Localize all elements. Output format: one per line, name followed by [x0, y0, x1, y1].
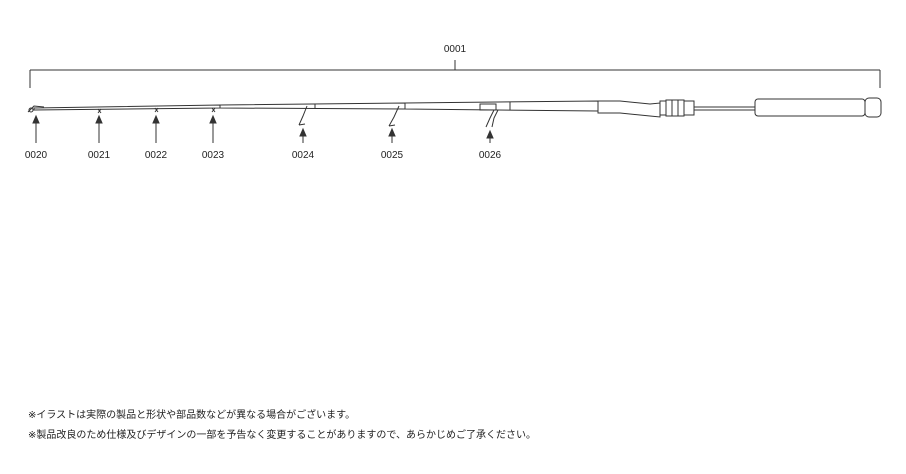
note-spec-change: ※製品改良のため仕様及びデザインの一部を予告なく変更することがありますので、あら…: [28, 430, 536, 441]
disclaimer-notes: ※イラストは実際の製品と形状や部品数などが異なる場合がございます。 ※製品改良の…: [28, 406, 536, 446]
part-label-guide-1: 0021: [88, 150, 111, 161]
rod-blank: [33, 100, 599, 112]
tip-top-guide: [27, 105, 45, 113]
overall-bracket: [29, 60, 881, 88]
rear-grip: [754, 97, 882, 118]
note-illustration: ※イラストは実際の製品と形状や部品数などが異なる場合がございます。: [28, 410, 356, 421]
part-label-guide-5: 0025: [381, 150, 404, 161]
part-label-guide-6: 0026: [479, 150, 502, 161]
part-label-guide-3: 0023: [202, 150, 225, 161]
part-label-guide-4: 0024: [292, 150, 315, 161]
callout-arrows: [32, 114, 494, 143]
part-label-guide-2: 0022: [145, 150, 168, 161]
guides: [97, 103, 499, 128]
overall-label: 0001: [444, 44, 467, 55]
part-label-tip: 0020: [25, 150, 48, 161]
reel-seat: [597, 99, 755, 118]
